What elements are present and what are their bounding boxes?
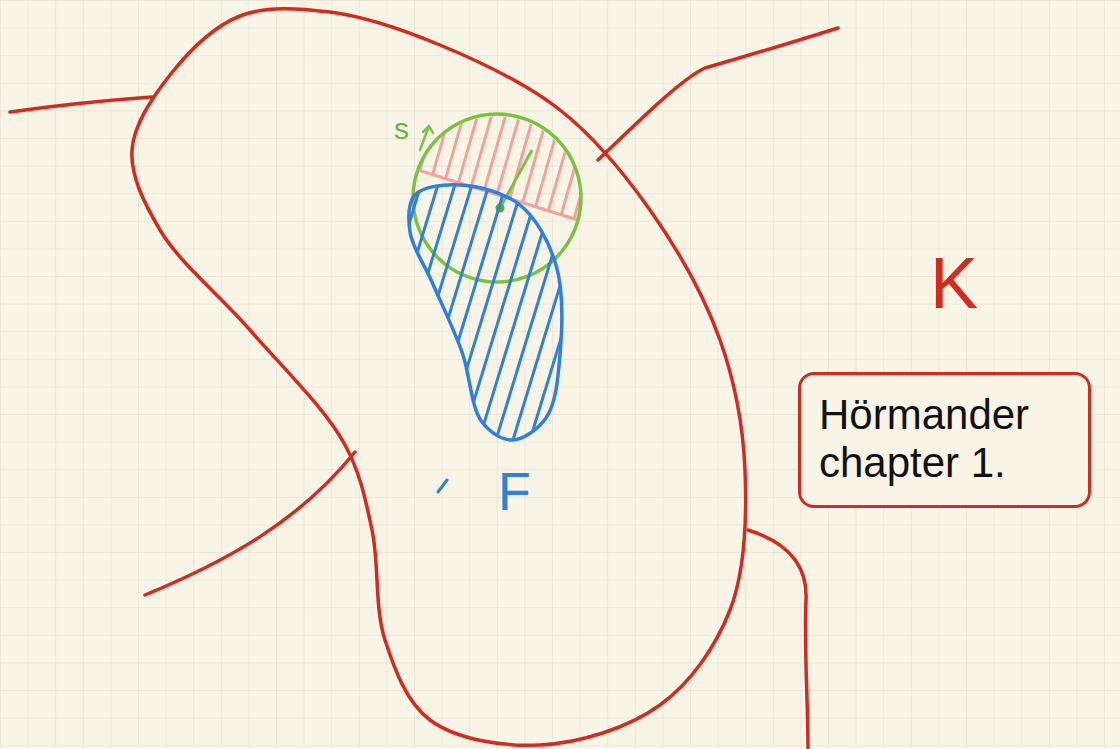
region-border: [132, 9, 746, 746]
ball-circle: [413, 114, 581, 282]
hatch-line: [582, 100, 622, 240]
region-outline: [398, 178, 573, 538]
hatch-line: [364, 178, 474, 538]
small-arrow: [420, 126, 433, 150]
hatch-line: [432, 178, 542, 538]
hatch-line: [347, 178, 457, 538]
hatch-line: [313, 178, 423, 538]
hatch-line: [330, 100, 370, 240]
tick-mark: [438, 480, 447, 492]
hatch-line: [262, 178, 372, 538]
note-box: Hörmander chapter 1.: [798, 372, 1091, 508]
hatch-line: [296, 178, 406, 538]
hatch-line: [619, 178, 729, 538]
hatch-line: [534, 178, 644, 538]
hatch-line: [610, 100, 650, 240]
hatch-line: [228, 178, 338, 538]
region-border: [409, 185, 562, 440]
hatch-line: [330, 178, 440, 538]
bracket-stroke: [748, 530, 808, 749]
red-strand: [145, 452, 355, 595]
hatch-line: [568, 178, 678, 538]
hatch-line: [517, 178, 627, 538]
hatch-line: [602, 178, 712, 538]
hatch-line: [398, 178, 508, 538]
hatch-line: [687, 178, 797, 538]
hatch-line: [381, 178, 491, 538]
hatch-line: [316, 100, 356, 240]
hatch-line: [551, 178, 661, 538]
hatch-line: [596, 100, 636, 240]
region-label: F: [498, 460, 531, 522]
red-strand: [10, 97, 152, 112]
red-strand: [598, 28, 838, 160]
hatch-line: [636, 178, 746, 538]
hatch-line: [344, 100, 384, 240]
hatch-line: [372, 100, 412, 240]
note-text: Hörmander chapter 1.: [819, 391, 1069, 488]
hatch-line: [585, 178, 695, 538]
hatch-line: [483, 178, 593, 538]
symbol-label: s: [394, 112, 409, 147]
hatch-line: [279, 178, 389, 538]
hatch-line: [245, 178, 355, 538]
hatch-line: [358, 100, 398, 240]
region-f: F: [398, 178, 573, 538]
region-label: K: [930, 242, 978, 325]
radius-line: [500, 150, 532, 208]
